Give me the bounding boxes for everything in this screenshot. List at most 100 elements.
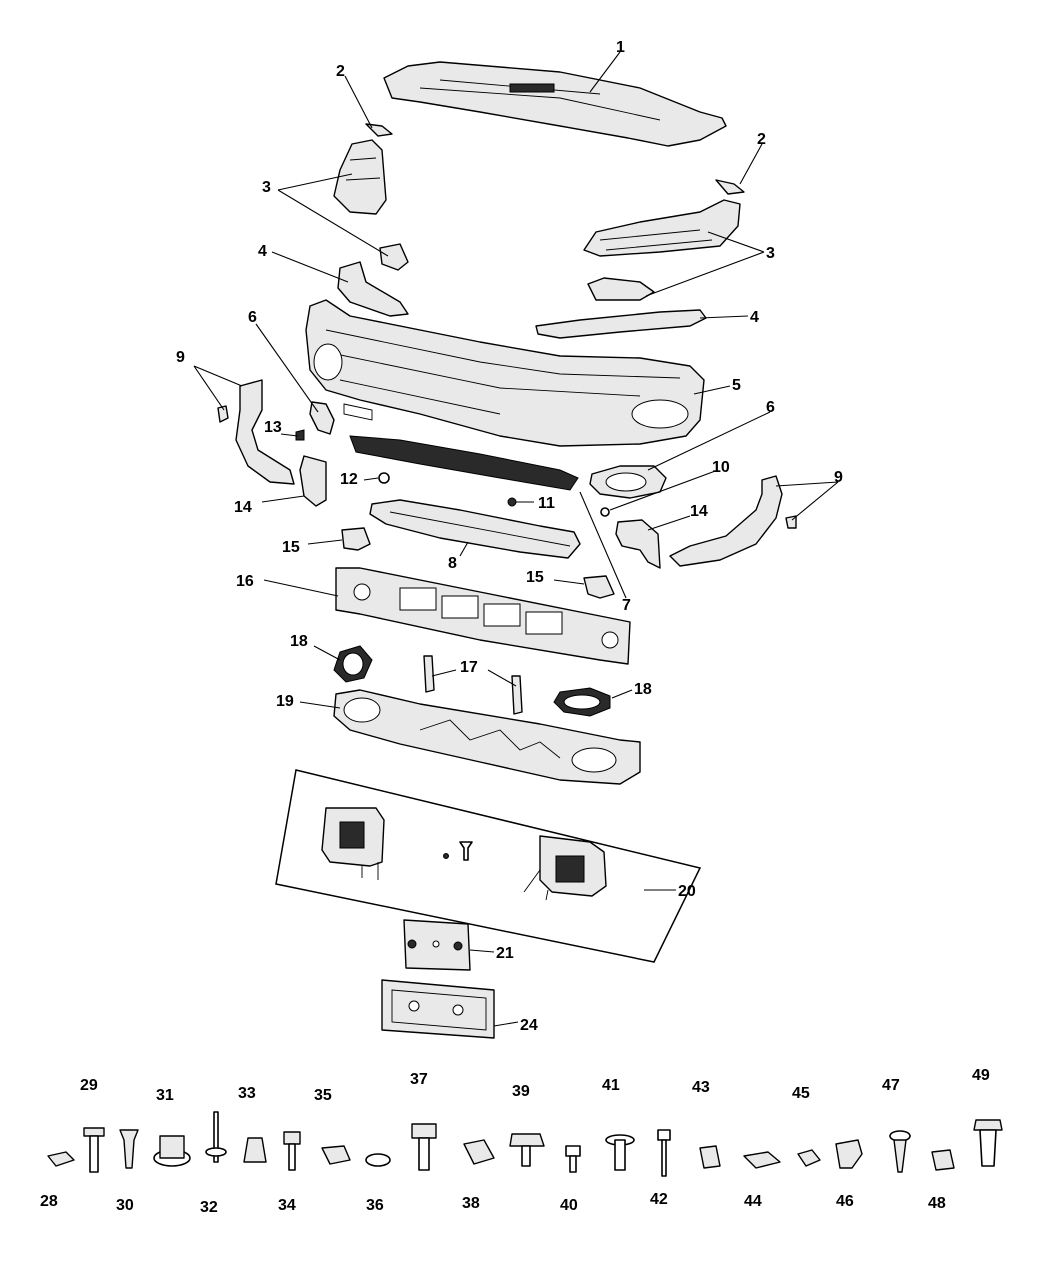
callout-48: 48 <box>928 1195 946 1212</box>
fastener-33 <box>243 1137 267 1163</box>
part-1-upper-cover <box>383 61 727 147</box>
fastener-46 <box>835 1139 863 1169</box>
callout-2-left: 2 <box>336 63 345 80</box>
part-13-fastener <box>295 429 305 441</box>
part-4-bracket-right <box>535 309 707 339</box>
fastener-35 <box>321 1145 351 1165</box>
callout-32: 32 <box>200 1199 218 1216</box>
fastener-49 <box>973 1119 1003 1167</box>
callout-49: 49 <box>972 1067 990 1084</box>
callout-18-right: 18 <box>634 681 652 698</box>
callout-13: 13 <box>264 419 282 436</box>
part-9-endcap-right <box>669 475 797 567</box>
fastener-29 <box>83 1127 105 1173</box>
fastener-30 <box>119 1129 139 1169</box>
part-6-bezel-right <box>589 465 667 499</box>
part-6-bezel-left <box>309 401 335 435</box>
fastener-28 <box>47 1151 75 1167</box>
fastener-48 <box>931 1149 955 1171</box>
part-2-clip-right <box>715 179 745 195</box>
fastener-44 <box>743 1151 781 1169</box>
part-17-strip-right <box>511 675 523 715</box>
callout-40: 40 <box>560 1197 578 1214</box>
fastener-32 <box>205 1111 227 1163</box>
part-10-fastener <box>600 507 610 517</box>
part-19-lower-valance <box>333 689 641 785</box>
callout-39: 39 <box>512 1083 530 1100</box>
part-24-license-bracket <box>381 979 495 1039</box>
callout-8: 8 <box>448 555 457 572</box>
part-3-bracket-right-lower <box>587 277 655 301</box>
part-3-bracket-left-upper <box>333 139 387 215</box>
part-2-clip-left <box>365 123 393 137</box>
callout-42: 42 <box>650 1191 668 1208</box>
fastener-45 <box>797 1149 821 1167</box>
callout-44: 44 <box>744 1193 762 1210</box>
part-21-plate-bracket <box>403 919 471 971</box>
callout-4-left: 4 <box>258 243 267 260</box>
callout-38: 38 <box>462 1195 480 1212</box>
callout-labels: 1 2 2 3 3 4 4 5 6 6 7 8 9 9 10 11 12 13 … <box>40 39 990 1216</box>
callout-17: 17 <box>460 659 478 676</box>
callout-4-right: 4 <box>750 309 759 326</box>
part-18-bezel-right <box>553 687 611 717</box>
callout-20: 20 <box>678 883 696 900</box>
callout-46: 46 <box>836 1193 854 1210</box>
callout-6-left: 6 <box>248 309 257 326</box>
part-14-bracket-right <box>615 519 661 569</box>
callout-19: 19 <box>276 693 294 710</box>
callout-24: 24 <box>520 1017 538 1034</box>
callout-47: 47 <box>882 1077 900 1094</box>
callout-34: 34 <box>278 1197 296 1214</box>
callout-3-left: 3 <box>262 179 271 196</box>
part-5-front-bumper <box>305 299 705 447</box>
part-14-bracket-left <box>299 455 327 507</box>
callout-31: 31 <box>156 1087 174 1104</box>
callout-15-right: 15 <box>526 569 544 586</box>
callout-29: 29 <box>80 1077 98 1094</box>
callout-3-right: 3 <box>766 245 775 262</box>
part-3-bracket-right-upper <box>583 199 741 257</box>
fastener-42 <box>657 1129 671 1177</box>
part-15-bracket-right <box>583 575 615 599</box>
callout-33: 33 <box>238 1085 256 1102</box>
callout-21: 21 <box>496 945 514 962</box>
callout-28: 28 <box>40 1193 58 1210</box>
part-8-lower-beam <box>369 499 581 559</box>
fastener-31 <box>153 1135 191 1167</box>
fastener-38 <box>463 1139 495 1165</box>
callout-7: 7 <box>622 597 631 614</box>
leader-lines <box>193 51 839 1027</box>
part-20-tow-hook-kit <box>275 769 702 963</box>
callout-9-right: 9 <box>834 469 843 486</box>
part-9-endcap-left <box>217 379 295 485</box>
callout-45: 45 <box>792 1085 810 1102</box>
fastener-34 <box>283 1131 301 1171</box>
callout-35: 35 <box>314 1087 332 1104</box>
callout-11: 11 <box>538 495 555 512</box>
fastener-41 <box>605 1134 635 1171</box>
callout-36: 36 <box>366 1197 384 1214</box>
fastener-47 <box>889 1130 911 1173</box>
fastener-43 <box>699 1145 721 1169</box>
part-3-bracket-left-lower <box>379 243 409 271</box>
callout-2-right: 2 <box>757 131 766 148</box>
callout-14-right: 14 <box>690 503 708 520</box>
callout-37: 37 <box>410 1071 428 1088</box>
callout-14-left: 14 <box>234 499 252 516</box>
fastener-39 <box>509 1133 545 1167</box>
callout-15-left: 15 <box>282 539 300 556</box>
callout-5: 5 <box>732 377 741 394</box>
callout-1: 1 <box>616 39 625 56</box>
callout-18-left: 18 <box>290 633 308 650</box>
callout-6-right: 6 <box>766 399 775 416</box>
callout-9-left: 9 <box>176 349 185 366</box>
fastener-36 <box>365 1153 391 1167</box>
callout-12: 12 <box>340 471 358 488</box>
part-4-bracket-left <box>337 261 409 317</box>
callout-30: 30 <box>116 1197 134 1214</box>
fastener-40 <box>565 1145 581 1173</box>
part-16-reinforcement <box>335 567 631 665</box>
fastener-37 <box>411 1123 437 1171</box>
